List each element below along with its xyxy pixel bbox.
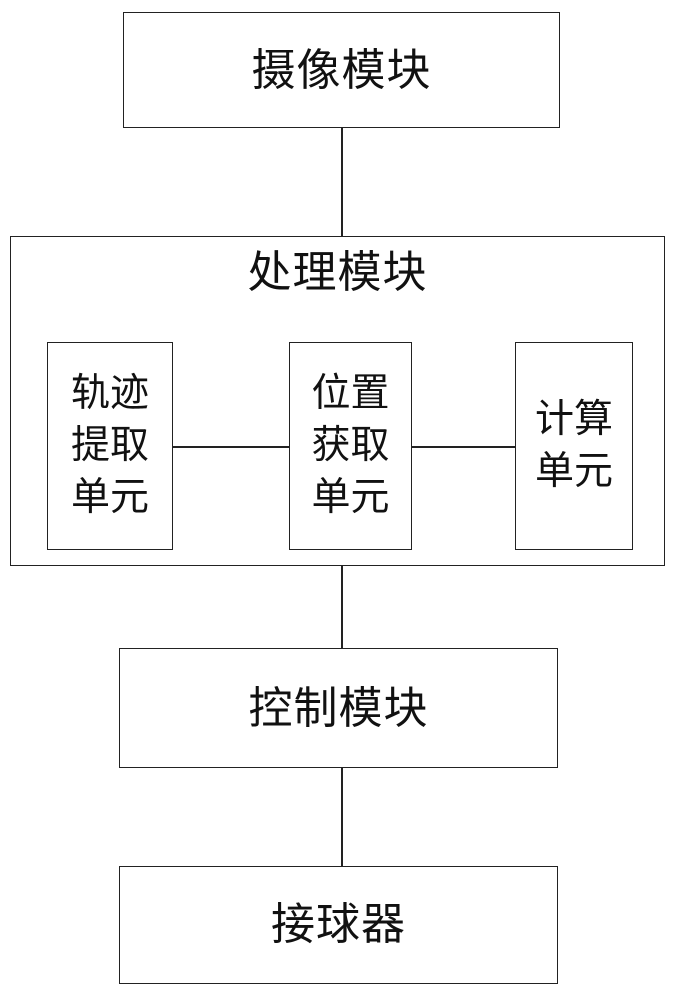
- camera-module-box: 摄像模块: [123, 12, 560, 128]
- trajectory-extraction-unit-box: 轨迹提取单元: [47, 342, 173, 550]
- ball-receiver-label: 接球器: [271, 899, 406, 950]
- position-acquisition-unit-label: 位置获取单元: [311, 371, 390, 520]
- calculation-unit-box: 计算单元: [515, 342, 633, 550]
- connector-processing-control: [341, 566, 343, 648]
- connector-position-calculation: [412, 446, 515, 448]
- connector-trajectory-position: [173, 446, 289, 448]
- position-acquisition-unit-box: 位置获取单元: [289, 342, 412, 550]
- camera-module-label: 摄像模块: [251, 45, 432, 96]
- connector-control-receiver: [341, 768, 343, 866]
- control-module-box: 控制模块: [119, 648, 558, 768]
- trajectory-extraction-unit-label: 轨迹提取单元: [70, 371, 149, 520]
- calculation-unit-label: 计算单元: [534, 397, 613, 494]
- connector-camera-processing: [341, 128, 343, 236]
- processing-module-label: 处理模块: [247, 247, 428, 298]
- ball-receiver-box: 接球器: [119, 866, 558, 984]
- control-module-label: 控制模块: [248, 683, 429, 734]
